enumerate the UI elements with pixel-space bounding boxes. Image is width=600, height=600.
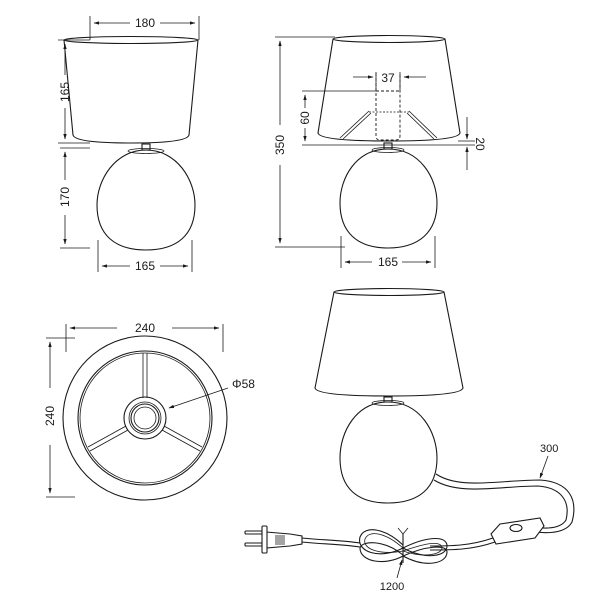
lamp-stem bbox=[141, 143, 151, 151]
power-cable-upper bbox=[435, 473, 575, 534]
dim-label-170: 170 bbox=[58, 187, 72, 207]
socket-hidden bbox=[375, 73, 401, 141]
dim-label-20: 20 bbox=[473, 137, 487, 151]
shade-inner-rim-outer bbox=[77, 350, 213, 486]
center-ring bbox=[123, 396, 167, 440]
dimension-center-diameter: Φ58 bbox=[168, 377, 255, 409]
inline-switch bbox=[490, 517, 545, 545]
lamp-base-front bbox=[96, 149, 196, 251]
dim-label-165-shade: 165 bbox=[58, 82, 72, 102]
dimension-cable-1200: 1200 bbox=[380, 559, 404, 593]
dimension-total-height: 350 bbox=[273, 36, 345, 248]
dimension-base-height: 170 bbox=[58, 147, 90, 249]
power-plug bbox=[244, 525, 303, 554]
dim-label-240-width: 240 bbox=[135, 321, 155, 335]
lamp-stem-perspective bbox=[383, 396, 393, 403]
dim-label-240-depth: 240 bbox=[43, 406, 57, 426]
spider-spokes bbox=[87, 353, 203, 452]
shade-spider-frame bbox=[339, 110, 438, 140]
dim-label-60: 60 bbox=[298, 111, 312, 125]
lamp-stem-section bbox=[383, 142, 393, 150]
coiled-cable bbox=[359, 527, 448, 564]
dim-label-165-section: 165 bbox=[378, 255, 398, 269]
section-view: 350 37 60 20 bbox=[273, 34, 487, 269]
dimension-socket-depth: 60 bbox=[298, 90, 376, 142]
dimension-shade-width: 180 bbox=[89, 16, 200, 40]
dim-label-300: 300 bbox=[540, 443, 558, 455]
dim-label-165-base: 165 bbox=[135, 259, 155, 273]
dim-label-37: 37 bbox=[381, 71, 395, 85]
lamp-shade-perspective bbox=[314, 287, 464, 397]
dimension-shade-height: 165 bbox=[58, 39, 90, 144]
dim-label-phi58: Φ58 bbox=[232, 377, 255, 391]
dimension-cable-300: 300 bbox=[539, 443, 558, 479]
dimension-base-width: 165 bbox=[97, 240, 193, 273]
lamp-shade-front bbox=[63, 35, 199, 144]
lamp-base-section bbox=[339, 148, 438, 249]
lamp-base-perspective bbox=[339, 401, 438, 504]
dimension-gap-height: 20 bbox=[302, 117, 487, 170]
dim-label-1200: 1200 bbox=[380, 581, 404, 593]
front-view: 180 165 170 165 bbox=[58, 16, 200, 273]
shade-outer-rim bbox=[62, 335, 228, 501]
dimension-top-depth: 240 bbox=[43, 337, 75, 498]
top-view: 240 240 Φ58 bbox=[43, 321, 255, 501]
dim-label-350: 350 bbox=[273, 135, 287, 155]
perspective-view: 300 1200 bbox=[244, 287, 575, 593]
dimension-socket-width: 37 bbox=[353, 71, 426, 90]
dimension-base-width-section: 165 bbox=[340, 236, 436, 269]
lamp-shade-section bbox=[317, 34, 461, 142]
dim-label-180: 180 bbox=[135, 16, 155, 30]
